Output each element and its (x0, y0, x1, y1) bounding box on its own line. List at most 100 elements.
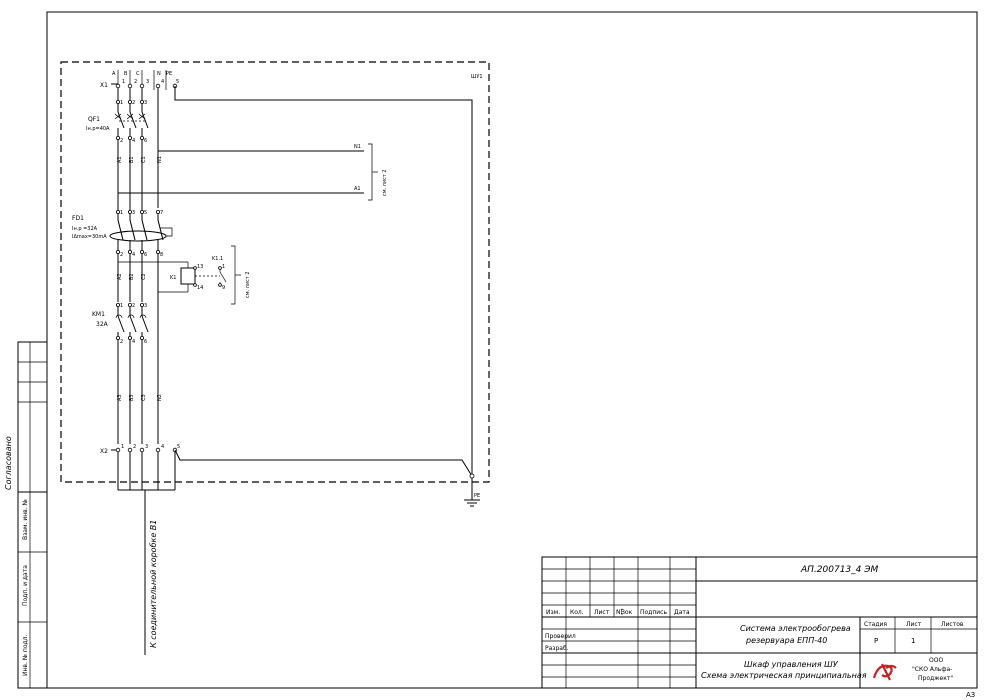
fd1-out-8: 8 (160, 252, 163, 258)
fd1-rating-1: Iн.р =32А (72, 226, 98, 232)
wire-marks-1: A1 B1 C1 N1 (117, 156, 163, 163)
wire-n1: N1 (157, 156, 163, 163)
x1-phase-c: C (136, 71, 140, 77)
sheets-header: Листов (941, 621, 964, 628)
fd1-rating-2: IΔmax=30mA (72, 234, 107, 240)
x2-term-2: 2 (133, 444, 136, 450)
agreed-label: Согласовано (4, 436, 13, 490)
x1-term-1: 1 (122, 79, 125, 85)
col-data: Дата (674, 609, 690, 616)
cabinet-label: ШУ1 (471, 74, 483, 80)
x1-phase-pe: PE (166, 71, 172, 77)
k1-contact-1: 1 (222, 264, 225, 270)
out-n1-label: N1 (354, 144, 361, 150)
fd1-in-5: 5 (144, 210, 147, 216)
km1-label: KM1 (92, 311, 105, 318)
terminal-block-x1: X1 A B C N PE 1 2 3 4 5 (100, 70, 179, 90)
x2-term-5: 5 (177, 444, 180, 450)
inv-podl-label: Инв. № подл. (22, 635, 29, 676)
qf1-out-6: 6 (144, 138, 147, 144)
fd1-label: FD1 (72, 215, 84, 222)
qf1-in-2: 2 (132, 100, 135, 106)
company-line-1: ООО (929, 657, 943, 664)
k1-coil-13: 13 (197, 264, 203, 270)
x1-phase-a: A (112, 71, 116, 77)
x1-phase-b: B (124, 71, 128, 77)
wire-a3: A3 (117, 394, 123, 401)
relay-k1: K1 13 14 K1.1 1 9 см. лист 2 (118, 245, 251, 305)
col-kol: Кол. (570, 609, 584, 616)
company-logo (872, 663, 897, 681)
wire-c1: C1 (141, 156, 147, 163)
system-line-2: резервуара ЕПП-40 (745, 636, 827, 645)
podp-data-label: Подп. и дата (22, 565, 29, 606)
km1-rating: 32А (96, 321, 109, 328)
outgoing-lines: N1 A1 см. лист 2 (118, 143, 388, 201)
sheet-size-label: А3 (966, 691, 975, 699)
x1-phase-n: N (157, 71, 161, 77)
out-a1-label: A1 (354, 186, 361, 192)
k1-contact-label: K1.1 (212, 256, 223, 262)
company-line-3: Проджект" (918, 675, 953, 682)
fd1-out-4: 4 (132, 252, 135, 258)
checked-label: Проверил (545, 633, 576, 640)
fd1-out-6: 6 (144, 252, 147, 258)
fd1-in-7: 7 (160, 210, 163, 216)
km1-out-4: 4 (132, 339, 135, 345)
wire-b3: B3 (129, 394, 135, 401)
x1-term-3: 3 (146, 79, 149, 85)
fd1-in-3: 3 (132, 210, 135, 216)
wire-n2: N2 (157, 394, 163, 401)
x2-term-3: 3 (145, 444, 148, 450)
doc-code: АП.200713_4 ЭМ (800, 565, 879, 575)
km1-in-1: 1 (120, 303, 123, 309)
see-sheet-2-lower: см. лист 2 (245, 271, 251, 298)
sheet-value: 1 (911, 637, 915, 645)
x1-term-5: 5 (176, 79, 179, 85)
stage-header: Стадия (864, 621, 887, 628)
x2-term-1: 1 (121, 444, 124, 450)
cable-note: К соединительной коробке В1 (149, 520, 158, 648)
pe-conductor: PE (174, 86, 480, 507)
breaker-qf1: QF1 Iн.р=40А 1 2 3 2 4 6 (86, 100, 149, 144)
x2-label: X2 (100, 448, 108, 455)
km1-out-6: 6 (144, 339, 147, 345)
stage-value: Р (874, 637, 878, 645)
drawing-line-2: Схема электрическая принципиальная (701, 671, 867, 680)
km1-in-3: 3 (144, 303, 147, 309)
developed-label: Разраб. (545, 645, 569, 652)
wire-a2: A2 (117, 273, 123, 280)
col-ndok: N₿ок (616, 609, 633, 616)
wire-c2: C2 (141, 273, 147, 280)
x1-label: X1 (100, 82, 108, 89)
k1-coil-14: 14 (197, 285, 203, 291)
fd1-in-1: 1 (120, 210, 123, 216)
k1-contact-9: 9 (222, 285, 225, 291)
wire-b1: B1 (129, 156, 135, 163)
wire-marks-2: A2 B2 C2 (117, 273, 147, 280)
wire-a1: A1 (117, 156, 123, 163)
pe-label: PE (474, 493, 480, 499)
sheet-frame (46, 11, 978, 689)
cabinet-boundary (60, 61, 490, 483)
rcd-fd1: FD1 Iн.р =32А IΔmax=30mA 1 3 5 7 2 4 6 8 (72, 209, 173, 258)
col-podpis: Подпись (640, 609, 667, 616)
title-block: АП.200713_4 ЭМ Изм. Кол. Лист N₿ок Подпи… (541, 556, 978, 689)
col-izm: Изм. (546, 609, 560, 616)
km1-in-2: 2 (132, 303, 135, 309)
x1-term-2: 2 (134, 79, 137, 85)
qf1-out-2: 2 (120, 138, 123, 144)
contactor-km1: KM1 32А 1 2 3 2 4 6 (92, 302, 149, 345)
x2-term-4: 4 (161, 444, 164, 450)
qf1-out-4: 4 (132, 138, 135, 144)
wire-b2: B2 (129, 273, 135, 280)
wire-c3: C3 (141, 394, 147, 401)
system-line-1: Система электрообогрева (740, 624, 851, 633)
k1-coil-label: K1 (170, 275, 176, 281)
wire-marks-3: A3 B3 C3 N2 (117, 394, 163, 401)
qf1-rating: Iн.р=40А (86, 126, 110, 132)
sheet-header: Лист (906, 621, 922, 628)
k1-coil (180, 267, 196, 285)
fd1-out-2: 2 (120, 252, 123, 258)
